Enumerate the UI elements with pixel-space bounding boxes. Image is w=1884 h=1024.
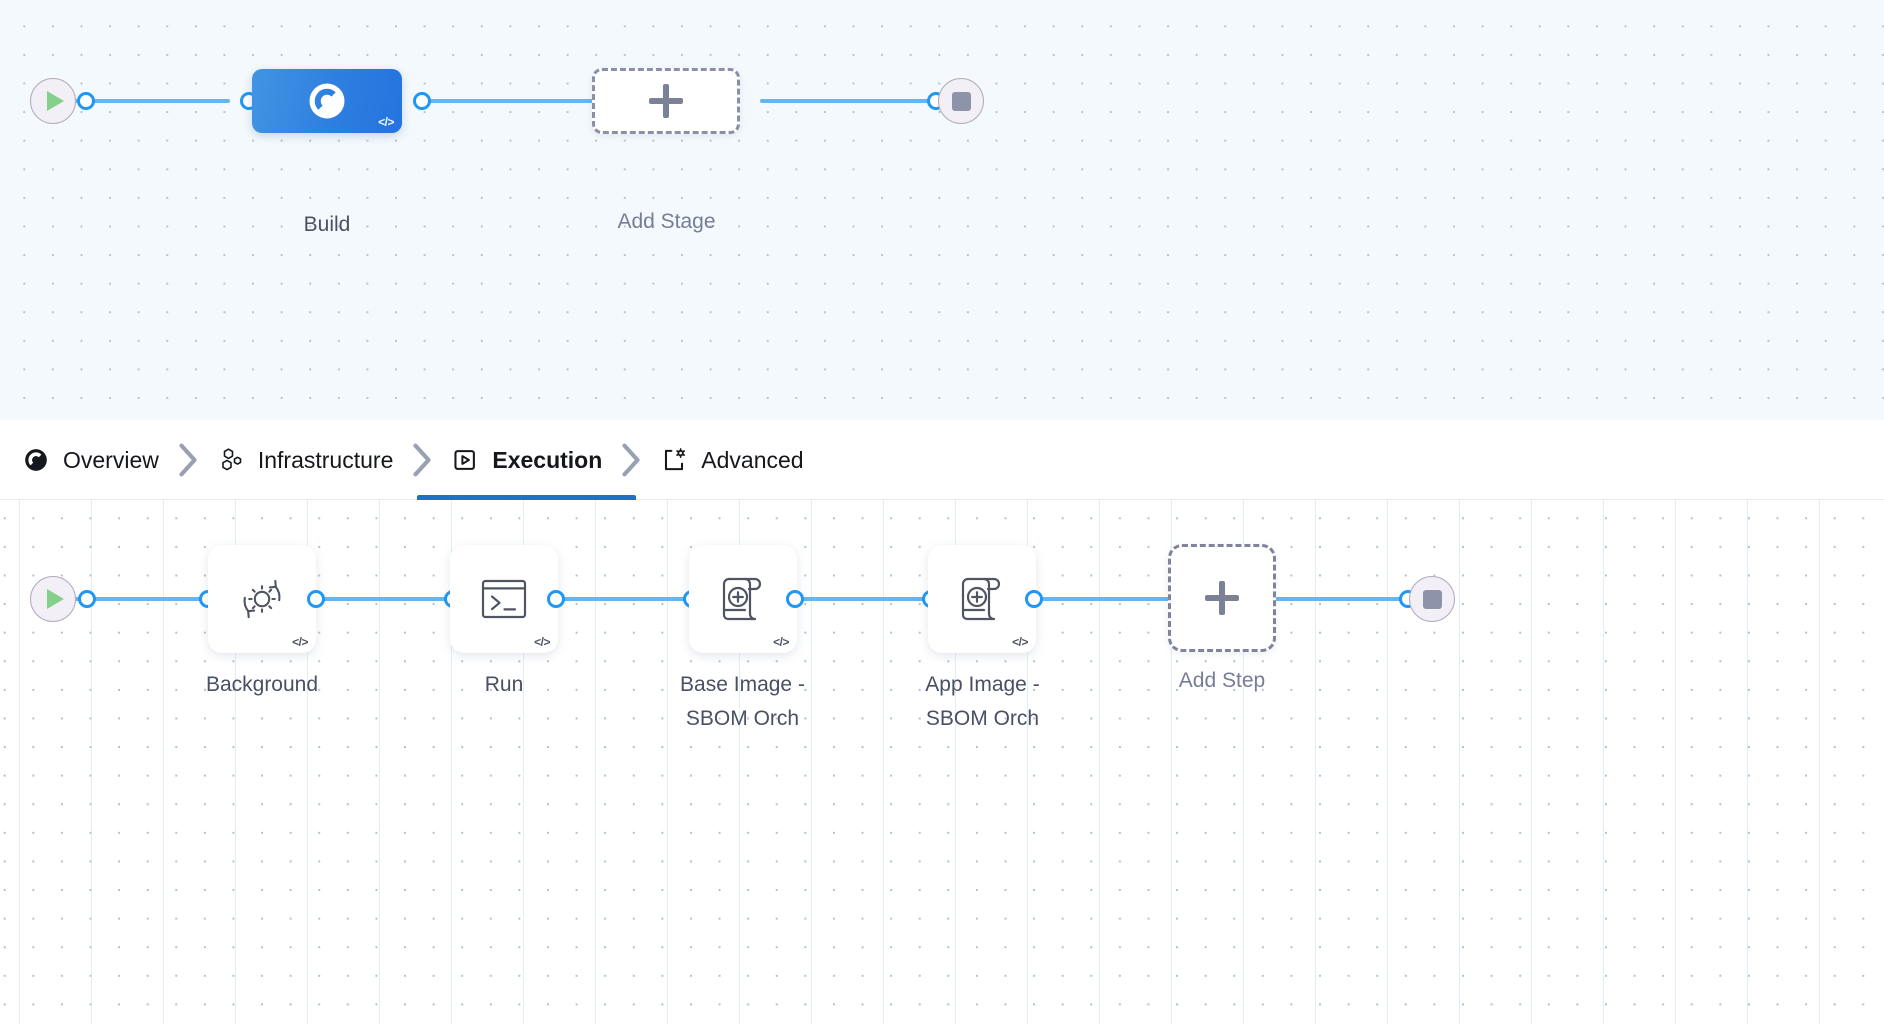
wire-appimage-to-addstep <box>1035 597 1200 601</box>
wire-start-to-build <box>60 99 230 103</box>
play-icon <box>46 589 64 609</box>
wire-build-to-addstage <box>420 99 610 103</box>
code-badge: </> <box>378 115 394 129</box>
plus-icon <box>649 84 683 118</box>
plus-icon <box>1205 581 1239 615</box>
step-label-base-image-sbom-orch: Base Image - SBOM Orch <box>680 673 805 731</box>
step-label-app-image-sbom-orch: App Image - SBOM Orch <box>925 673 1040 731</box>
add-step-node[interactable] <box>1168 544 1276 652</box>
tab-label-overview: Overview <box>63 446 159 473</box>
code-badge: </> <box>292 635 308 649</box>
port-run-out[interactable] <box>547 590 565 608</box>
code-badge: </> <box>1012 635 1028 649</box>
add-stage-node[interactable] <box>592 68 740 134</box>
code-badge: </> <box>773 635 789 649</box>
wire-run-to-baseimage <box>557 597 705 601</box>
play-icon <box>46 91 64 111</box>
advanced-gear-icon <box>660 446 688 474</box>
infrastructure-hexagons-icon <box>217 446 245 474</box>
tab-label-infrastructure: Infrastructure <box>257 446 394 473</box>
stage-config-tabbar: Overview Infrastructure <box>0 420 1884 500</box>
tab-label-execution: Execution <box>492 446 603 473</box>
wire-baseimage-to-appimage <box>795 597 943 601</box>
stop-icon <box>1422 589 1442 609</box>
step-node-run[interactable]: </> <box>450 545 558 653</box>
wire-addstage-to-end <box>760 99 950 103</box>
chevron-right-icon <box>602 443 660 477</box>
step-label-run: Run <box>484 673 524 696</box>
execution-end-node[interactable] <box>1409 576 1455 622</box>
wire-addstep-to-end <box>1274 597 1449 601</box>
stage-canvas[interactable]: </> Build Add Stage <box>0 0 1884 420</box>
code-badge: </> <box>534 635 550 649</box>
tab-infrastructure[interactable]: Infrastructure <box>217 420 394 500</box>
overview-icon <box>22 446 50 474</box>
execution-start-node[interactable] <box>30 576 76 622</box>
stage-node-build[interactable]: </> <box>252 69 402 133</box>
harness-ci-icon <box>309 83 345 119</box>
tab-overview[interactable]: Overview <box>22 420 159 500</box>
background-gear-refresh-icon <box>243 579 281 619</box>
add-stage-label: Add Stage <box>617 210 716 233</box>
wire-start-to-background <box>62 597 230 601</box>
tab-label-advanced: Advanced <box>701 446 804 473</box>
execution-play-icon <box>451 446 479 474</box>
stop-icon <box>951 91 971 111</box>
active-tab-underline <box>417 495 637 500</box>
port-start-out[interactable] <box>77 92 95 110</box>
stage-label-build: Build <box>303 213 351 236</box>
port-build-out[interactable] <box>413 92 431 110</box>
pipeline-start-node[interactable] <box>30 78 76 124</box>
terminal-icon <box>481 579 527 619</box>
step-node-base-image-sbom-orch[interactable]: </> <box>689 545 797 653</box>
sbom-scroll-plus-icon <box>961 577 1001 621</box>
port-exec-start-out[interactable] <box>78 590 96 608</box>
sbom-scroll-plus-icon <box>722 577 762 621</box>
pipeline-end-node[interactable] <box>938 78 984 124</box>
port-appimage-out[interactable] <box>1025 590 1043 608</box>
step-node-app-image-sbom-orch[interactable]: </> <box>928 545 1036 653</box>
chevron-right-icon <box>393 443 451 477</box>
tab-advanced[interactable]: Advanced <box>660 420 804 500</box>
tab-execution[interactable]: Execution <box>417 420 637 500</box>
wire-background-to-run <box>318 597 466 601</box>
add-step-label: Add Step <box>1178 669 1266 692</box>
port-background-out[interactable] <box>307 590 325 608</box>
step-node-background[interactable]: </> <box>208 545 316 653</box>
port-baseimage-out[interactable] <box>786 590 804 608</box>
chevron-right-icon <box>159 443 217 477</box>
step-label-background: Background <box>205 673 319 696</box>
execution-steps-canvas[interactable]: </> Background </> Run </> Base Image - … <box>0 500 1884 1024</box>
